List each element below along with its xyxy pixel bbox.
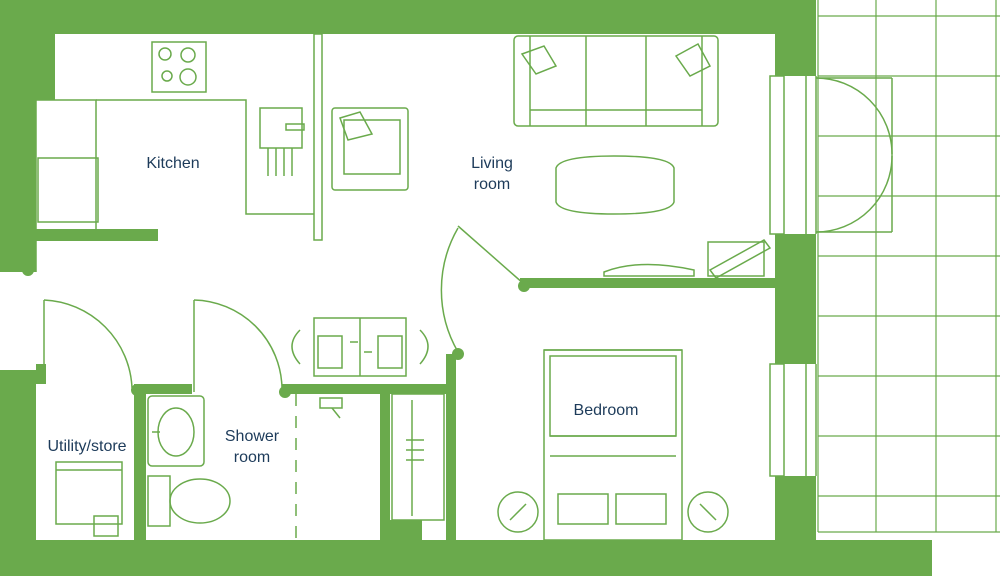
walls bbox=[0, 0, 932, 576]
bedroom-label: Bedroom bbox=[574, 400, 639, 421]
shower-room-label: Shower room bbox=[225, 426, 279, 468]
kitchen-label-text: Kitchen bbox=[146, 155, 200, 172]
utility-store-label-text: Utility/store bbox=[47, 438, 127, 455]
utility-store-label: Utility/store bbox=[47, 436, 126, 457]
shower-room-label-line2: room bbox=[233, 449, 271, 466]
interior-lines bbox=[35, 33, 893, 541]
bedroom-label-text: Bedroom bbox=[573, 402, 639, 419]
shower-room-label-line1: Shower bbox=[224, 428, 280, 445]
terrace-tiles bbox=[817, 0, 1000, 533]
living-room-label-line2: room bbox=[473, 176, 511, 193]
living-room-label: Living room bbox=[471, 153, 513, 195]
kitchen-label: Kitchen bbox=[146, 153, 199, 174]
living-room-label-line1: Living bbox=[471, 155, 513, 172]
